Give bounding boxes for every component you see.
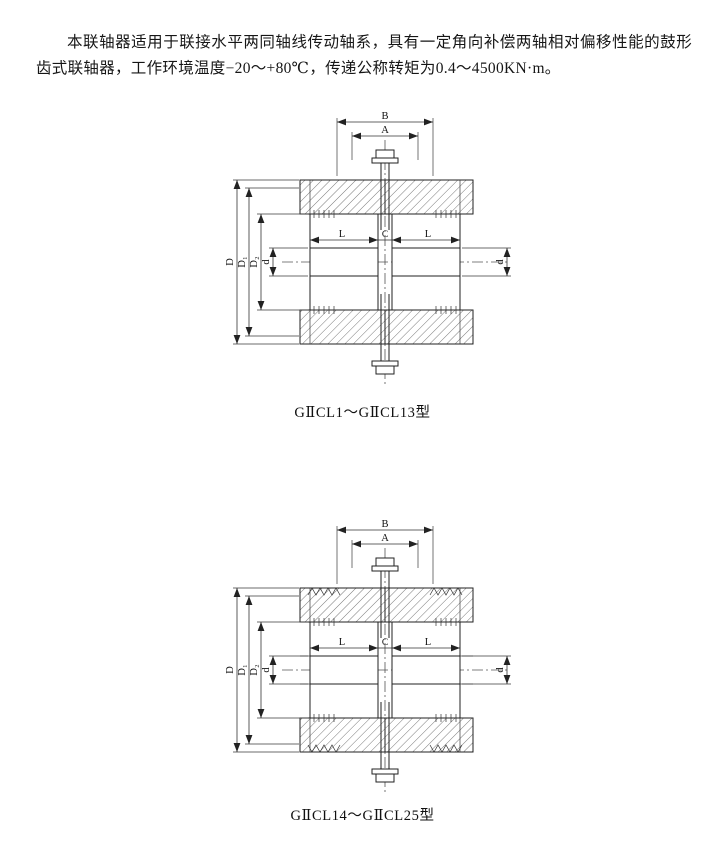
bolt-washer — [371, 768, 399, 775]
intro-paragraph: 本联轴器适用于联接水平两同轴线传动轴系，具有一定角向补偿两轴相对偏移性能的鼓形齿… — [36, 33, 692, 77]
dim-label-d-left: d — [261, 259, 272, 265]
bolt-head — [375, 773, 395, 783]
flange-bolt-bottom — [371, 702, 399, 783]
dimension-A: A — [351, 533, 419, 568]
dimension-D: D — [225, 179, 299, 345]
dimension-LCL: L C L — [310, 229, 460, 244]
dim-label-D1: D₁ — [237, 256, 248, 267]
dim-label-D2: D₂ — [249, 256, 260, 268]
dimension-D1: D₁ — [237, 187, 299, 337]
dim-label-L1: L — [339, 637, 345, 648]
dimension-d-right: d — [462, 247, 511, 277]
coupling-sleeve — [299, 179, 474, 345]
figure-2-caption: GⅡCL14～GⅡCL25型 — [290, 808, 435, 824]
coupling-hubs — [300, 621, 473, 719]
dim-label-L2: L — [425, 229, 431, 240]
gear-teeth — [313, 618, 457, 722]
dim-label-D: D — [225, 666, 236, 674]
dim-label-d-left: d — [261, 667, 272, 673]
flange-bolt-bottom — [371, 294, 399, 375]
dim-label-A: A — [381, 125, 389, 136]
figure-1-drawing: B A L C L D D₁ — [225, 111, 511, 384]
dimension-D2: D₂ — [249, 213, 308, 311]
gear-teeth — [313, 210, 457, 314]
dim-label-d-right: d — [495, 667, 506, 673]
dimension-D2: D₂ — [249, 621, 308, 719]
dim-label-d-right: d — [495, 259, 506, 265]
dimension-D: D — [225, 587, 299, 753]
dimension-A: A — [351, 125, 419, 160]
dim-label-B: B — [381, 519, 388, 530]
dimension-d-left: d — [261, 247, 308, 277]
flange-bolt-top — [371, 149, 399, 230]
dimension-d-right: d — [462, 655, 511, 685]
dim-label-C: C — [382, 638, 388, 648]
dimension-LCL: L C L — [310, 637, 460, 652]
dimension-B: B — [336, 111, 434, 176]
dim-label-D: D — [225, 258, 236, 266]
flange-bolt-top — [371, 557, 399, 638]
figure-2-drawing: B A L C L D D₁ — [225, 519, 511, 792]
dimension-B: B — [336, 519, 434, 584]
bolt-washer — [371, 157, 399, 164]
figure-1-caption: GⅡCL1～GⅡCL13型 — [294, 405, 431, 421]
dim-label-B: B — [381, 111, 388, 122]
coupling-sleeve — [299, 587, 474, 753]
bolt-head — [375, 365, 395, 375]
bolt-washer — [371, 565, 399, 572]
bolt-head — [375, 557, 395, 567]
dim-label-A: A — [381, 533, 389, 544]
dim-label-C: C — [382, 230, 388, 240]
dim-label-L2: L — [425, 637, 431, 648]
dim-label-D2: D₂ — [249, 664, 260, 676]
dim-label-L1: L — [339, 229, 345, 240]
gear-teeth-serrations — [307, 587, 463, 753]
coupling-hubs — [309, 213, 461, 311]
bolt-washer — [371, 360, 399, 367]
dimension-d-left: d — [261, 655, 308, 685]
dimension-D1: D₁ — [237, 595, 299, 745]
dim-label-D1: D₁ — [237, 664, 248, 675]
bolt-head — [375, 149, 395, 159]
